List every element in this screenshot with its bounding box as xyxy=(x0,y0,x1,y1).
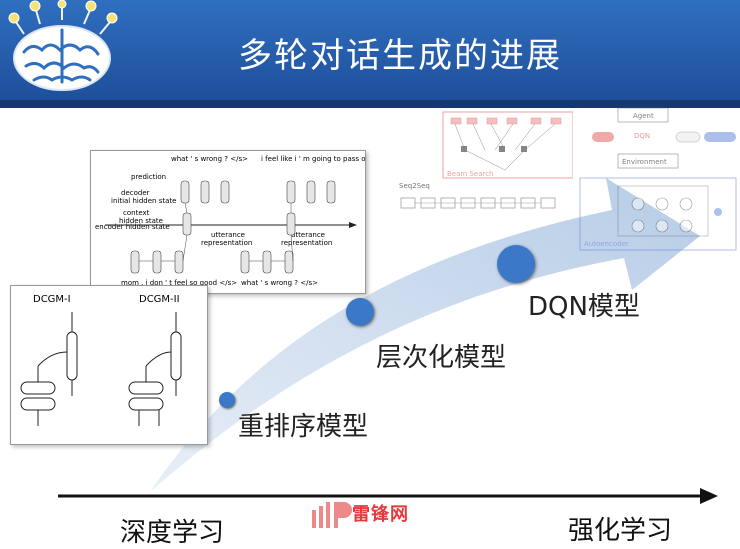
axis-label-deep-learning: 深度学习 xyxy=(120,518,225,548)
step-label-hierarchical: 层次化模型 xyxy=(376,343,507,373)
hred-top-left-utterance: what ' s wrong ? </s> xyxy=(171,155,248,163)
hred-top-right-utterance: i feel like i ' m going to pass out . </… xyxy=(261,155,365,163)
dcgm-i-title: DCGM-I xyxy=(33,294,71,305)
hred-utterance-label: utterance xyxy=(211,231,245,239)
watermark-text: 雷锋网 xyxy=(352,504,409,525)
seq2seq-beam-figure: Beam Search Seq2Seq xyxy=(399,111,573,209)
bullet-dqn xyxy=(497,245,535,283)
step-label-dqn: DQN模型 xyxy=(528,292,640,322)
hred-initial-hidden-label: initial hidden state xyxy=(111,197,176,205)
dqn-label: DQN xyxy=(634,132,650,140)
axis-label-reinforcement-learning: 强化学习 xyxy=(568,516,673,546)
hred-context-label: context xyxy=(123,209,150,217)
step-label-rerank: 重排序模型 xyxy=(238,412,369,442)
dcgm-diagram: DCGM-I DCGM-II xyxy=(20,294,182,426)
hred-utterance-label-right: utterance xyxy=(291,231,325,239)
slide-header xyxy=(0,0,740,100)
hred-diagram: what ' s wrong ? </s> i feel like i ' m … xyxy=(95,155,397,287)
leiphone-logo-icon xyxy=(312,502,352,528)
hred-bottom-right-utterance: what ' s wrong ? </s> xyxy=(241,279,318,287)
hred-decoder-label: decoder xyxy=(121,189,150,197)
bullet-rerank xyxy=(219,392,235,408)
hred-figure-panel: what ' s wrong ? </s> i feel like i ' m … xyxy=(90,150,397,294)
hred-representation-label: representation xyxy=(201,239,252,247)
hred-representation-label-right: representation xyxy=(281,239,332,247)
hred-prediction-label: prediction xyxy=(131,173,166,181)
hred-bottom-left-utterance: mom , i don ' t feel so good </s> xyxy=(121,279,237,287)
dcgm-figure-panel: DCGM-I DCGM-II xyxy=(10,285,208,445)
dqn-autoencoder-label: Autoencoder xyxy=(584,240,629,248)
hred-encoder-label: encoder hidden state xyxy=(95,223,170,231)
dcgm-ii-title: DCGM-II xyxy=(139,294,180,305)
dqn-agent-label: Agent xyxy=(633,112,654,120)
beam-search-label: Beam Search xyxy=(447,170,494,178)
dqn-environment-label: Environment xyxy=(622,158,667,166)
brain-bulb-icon xyxy=(8,0,118,91)
hred-context-hidden-label: hidden state xyxy=(119,217,163,225)
slide-title: 多轮对话生成的进展 xyxy=(238,36,562,76)
seq2seq-label: Seq2Seq xyxy=(399,182,430,190)
dqn-architecture-figure: Agent DQN Environment Autoencoder xyxy=(579,107,737,251)
bullet-hierarchical xyxy=(346,298,374,326)
header-rule xyxy=(0,100,740,108)
